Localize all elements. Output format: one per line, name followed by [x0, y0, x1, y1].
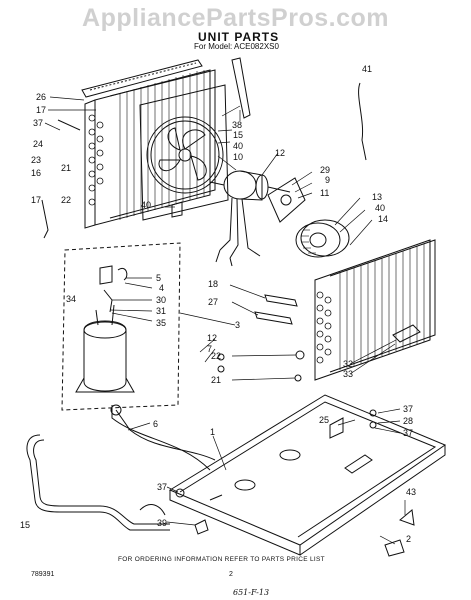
evaporator-coil: [314, 239, 436, 381]
callout-19: 17: [31, 195, 41, 205]
callout-39: 38: [232, 120, 242, 130]
callout-22: 22: [61, 195, 71, 205]
callout-32: 32: [343, 359, 353, 369]
diagram-code: 789391: [31, 571, 55, 578]
callout-35: 35: [156, 318, 166, 328]
leader-lines: [44, 96, 406, 545]
callout-38: 39: [157, 518, 167, 528]
callout-16: 15: [233, 130, 243, 140]
callout-14: 14: [378, 214, 388, 224]
handwritten-note: 651-F-13: [233, 588, 270, 597]
misc-hardware: [41, 57, 421, 557]
callout-30: 30: [156, 295, 166, 305]
callout-23: 23: [31, 155, 41, 165]
callout-26: 26: [36, 92, 46, 102]
drain-tube: [26, 434, 170, 531]
condenser-shroud: [139, 84, 229, 221]
page-number: 2: [229, 571, 233, 578]
callout-labels: 26 17 37 24 23 16 21 22 17 38 15 40 10 1…: [20, 64, 416, 544]
diagram-title: UNIT PARTS: [198, 30, 280, 44]
callout-12b: 12: [207, 333, 217, 343]
callout-40b: 40: [375, 203, 385, 213]
callout-4: 4: [159, 283, 164, 293]
callout-27: 27: [208, 297, 218, 307]
callout-3: 3: [235, 320, 240, 330]
callout-15: 15: [20, 520, 30, 530]
callout-31: 31: [156, 306, 166, 316]
callout-37a: 37: [403, 404, 413, 414]
callout-20: 18: [208, 279, 218, 289]
condenser-coil-back: [84, 69, 216, 229]
motor-mount: [267, 177, 306, 223]
top-bracket-strip: [81, 59, 203, 98]
base-pan: [168, 394, 447, 556]
callout-37c: 37: [157, 482, 167, 492]
callout-29: 29: [320, 165, 330, 175]
callout-11: 11: [320, 188, 329, 198]
callout-17: 17: [36, 105, 46, 115]
refrigerant-tubing: [110, 404, 216, 471]
blower-wheel: [295, 219, 350, 258]
ordering-note: FOR ORDERING INFORMATION REFER TO PARTS …: [118, 556, 325, 563]
callout-1: 1: [210, 427, 215, 437]
callout-25: 25: [319, 415, 329, 425]
callout-9: 9: [325, 175, 330, 185]
callout-40: 40: [233, 141, 243, 151]
callout-34: 34: [66, 294, 76, 304]
model-subtitle: For Model: ACE082XS0: [194, 42, 279, 51]
callout-12: 12: [275, 148, 285, 158]
callout-33: 33: [343, 369, 353, 379]
callout-28: 28: [403, 416, 413, 426]
callout-36: 37: [33, 118, 43, 128]
callout-13: 13: [372, 192, 382, 202]
callout-5: 5: [156, 273, 161, 283]
callout-7: 7: [207, 344, 212, 354]
callout-6: 6: [153, 419, 158, 429]
callout-10: 10: [233, 152, 243, 162]
callout-21: 21: [61, 163, 71, 173]
fan-motor: [209, 170, 291, 267]
callout-18: 16: [31, 168, 41, 178]
callout-22b: 22: [211, 351, 221, 361]
callout-43: 43: [406, 487, 416, 497]
callout-42: 41: [362, 64, 372, 74]
callout-24: 24: [33, 139, 43, 149]
callout-37b: 37: [403, 428, 413, 438]
callout-41: 40: [141, 200, 151, 210]
callout-21b: 21: [211, 375, 221, 385]
compressor-group: [61, 242, 181, 411]
callout-2: 2: [406, 534, 411, 544]
watermark: AppliancePartsPros.com: [82, 4, 389, 32]
